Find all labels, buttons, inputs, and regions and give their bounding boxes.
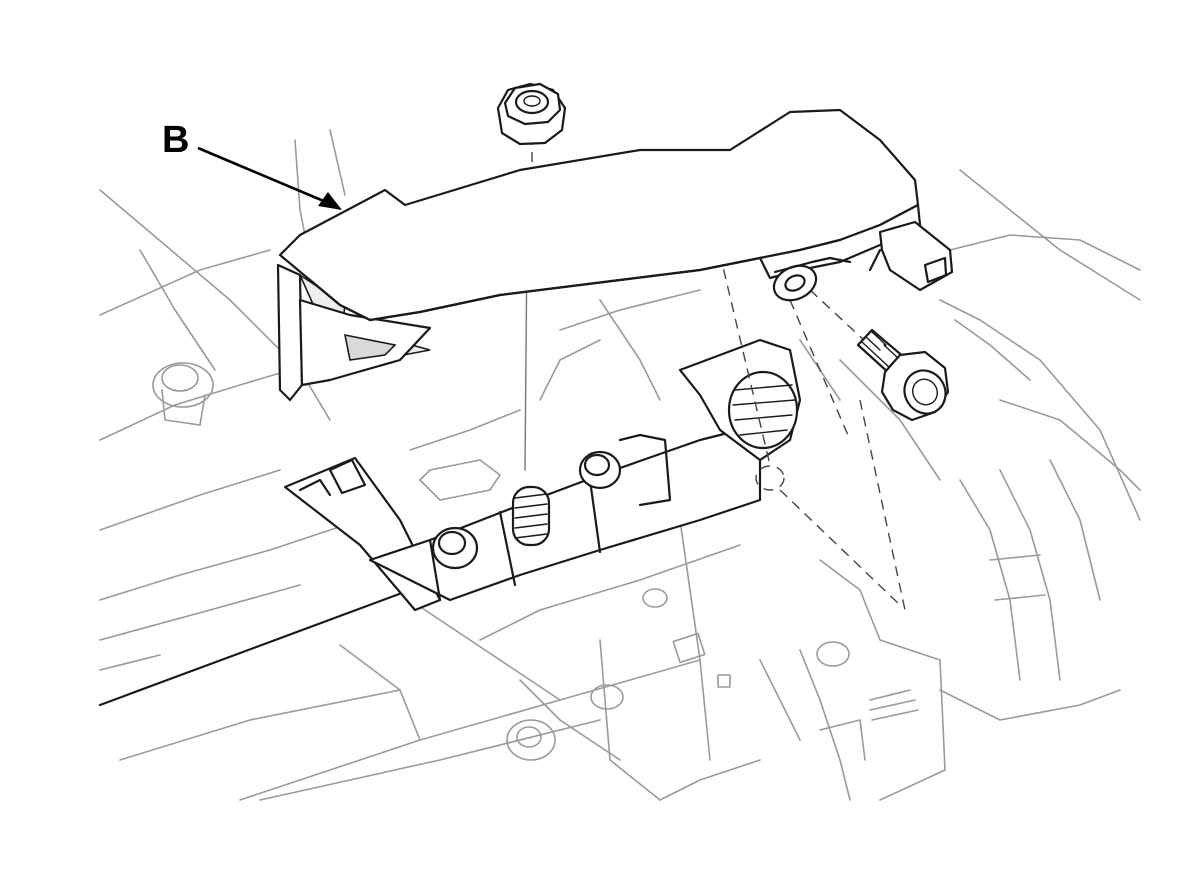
callout-b-arrowhead — [318, 192, 342, 210]
cross-member-bolt-right — [578, 450, 622, 490]
left-bolt — [152, 362, 214, 426]
callout-b-leader — [197, 146, 327, 204]
cross-member-bolt-left — [431, 526, 479, 570]
bolt — [856, 328, 950, 422]
rubber-mount — [678, 338, 802, 491]
bracket-b — [276, 108, 954, 402]
bracket-connector — [868, 220, 954, 292]
background-engine-bay — [99, 129, 1141, 801]
flange-nut — [496, 82, 567, 146]
bracket-eyelet — [772, 256, 852, 302]
callout-b-label: B — [162, 119, 189, 161]
spring — [511, 485, 551, 547]
callout-b: B — [162, 119, 342, 210]
cross-member — [98, 423, 762, 707]
